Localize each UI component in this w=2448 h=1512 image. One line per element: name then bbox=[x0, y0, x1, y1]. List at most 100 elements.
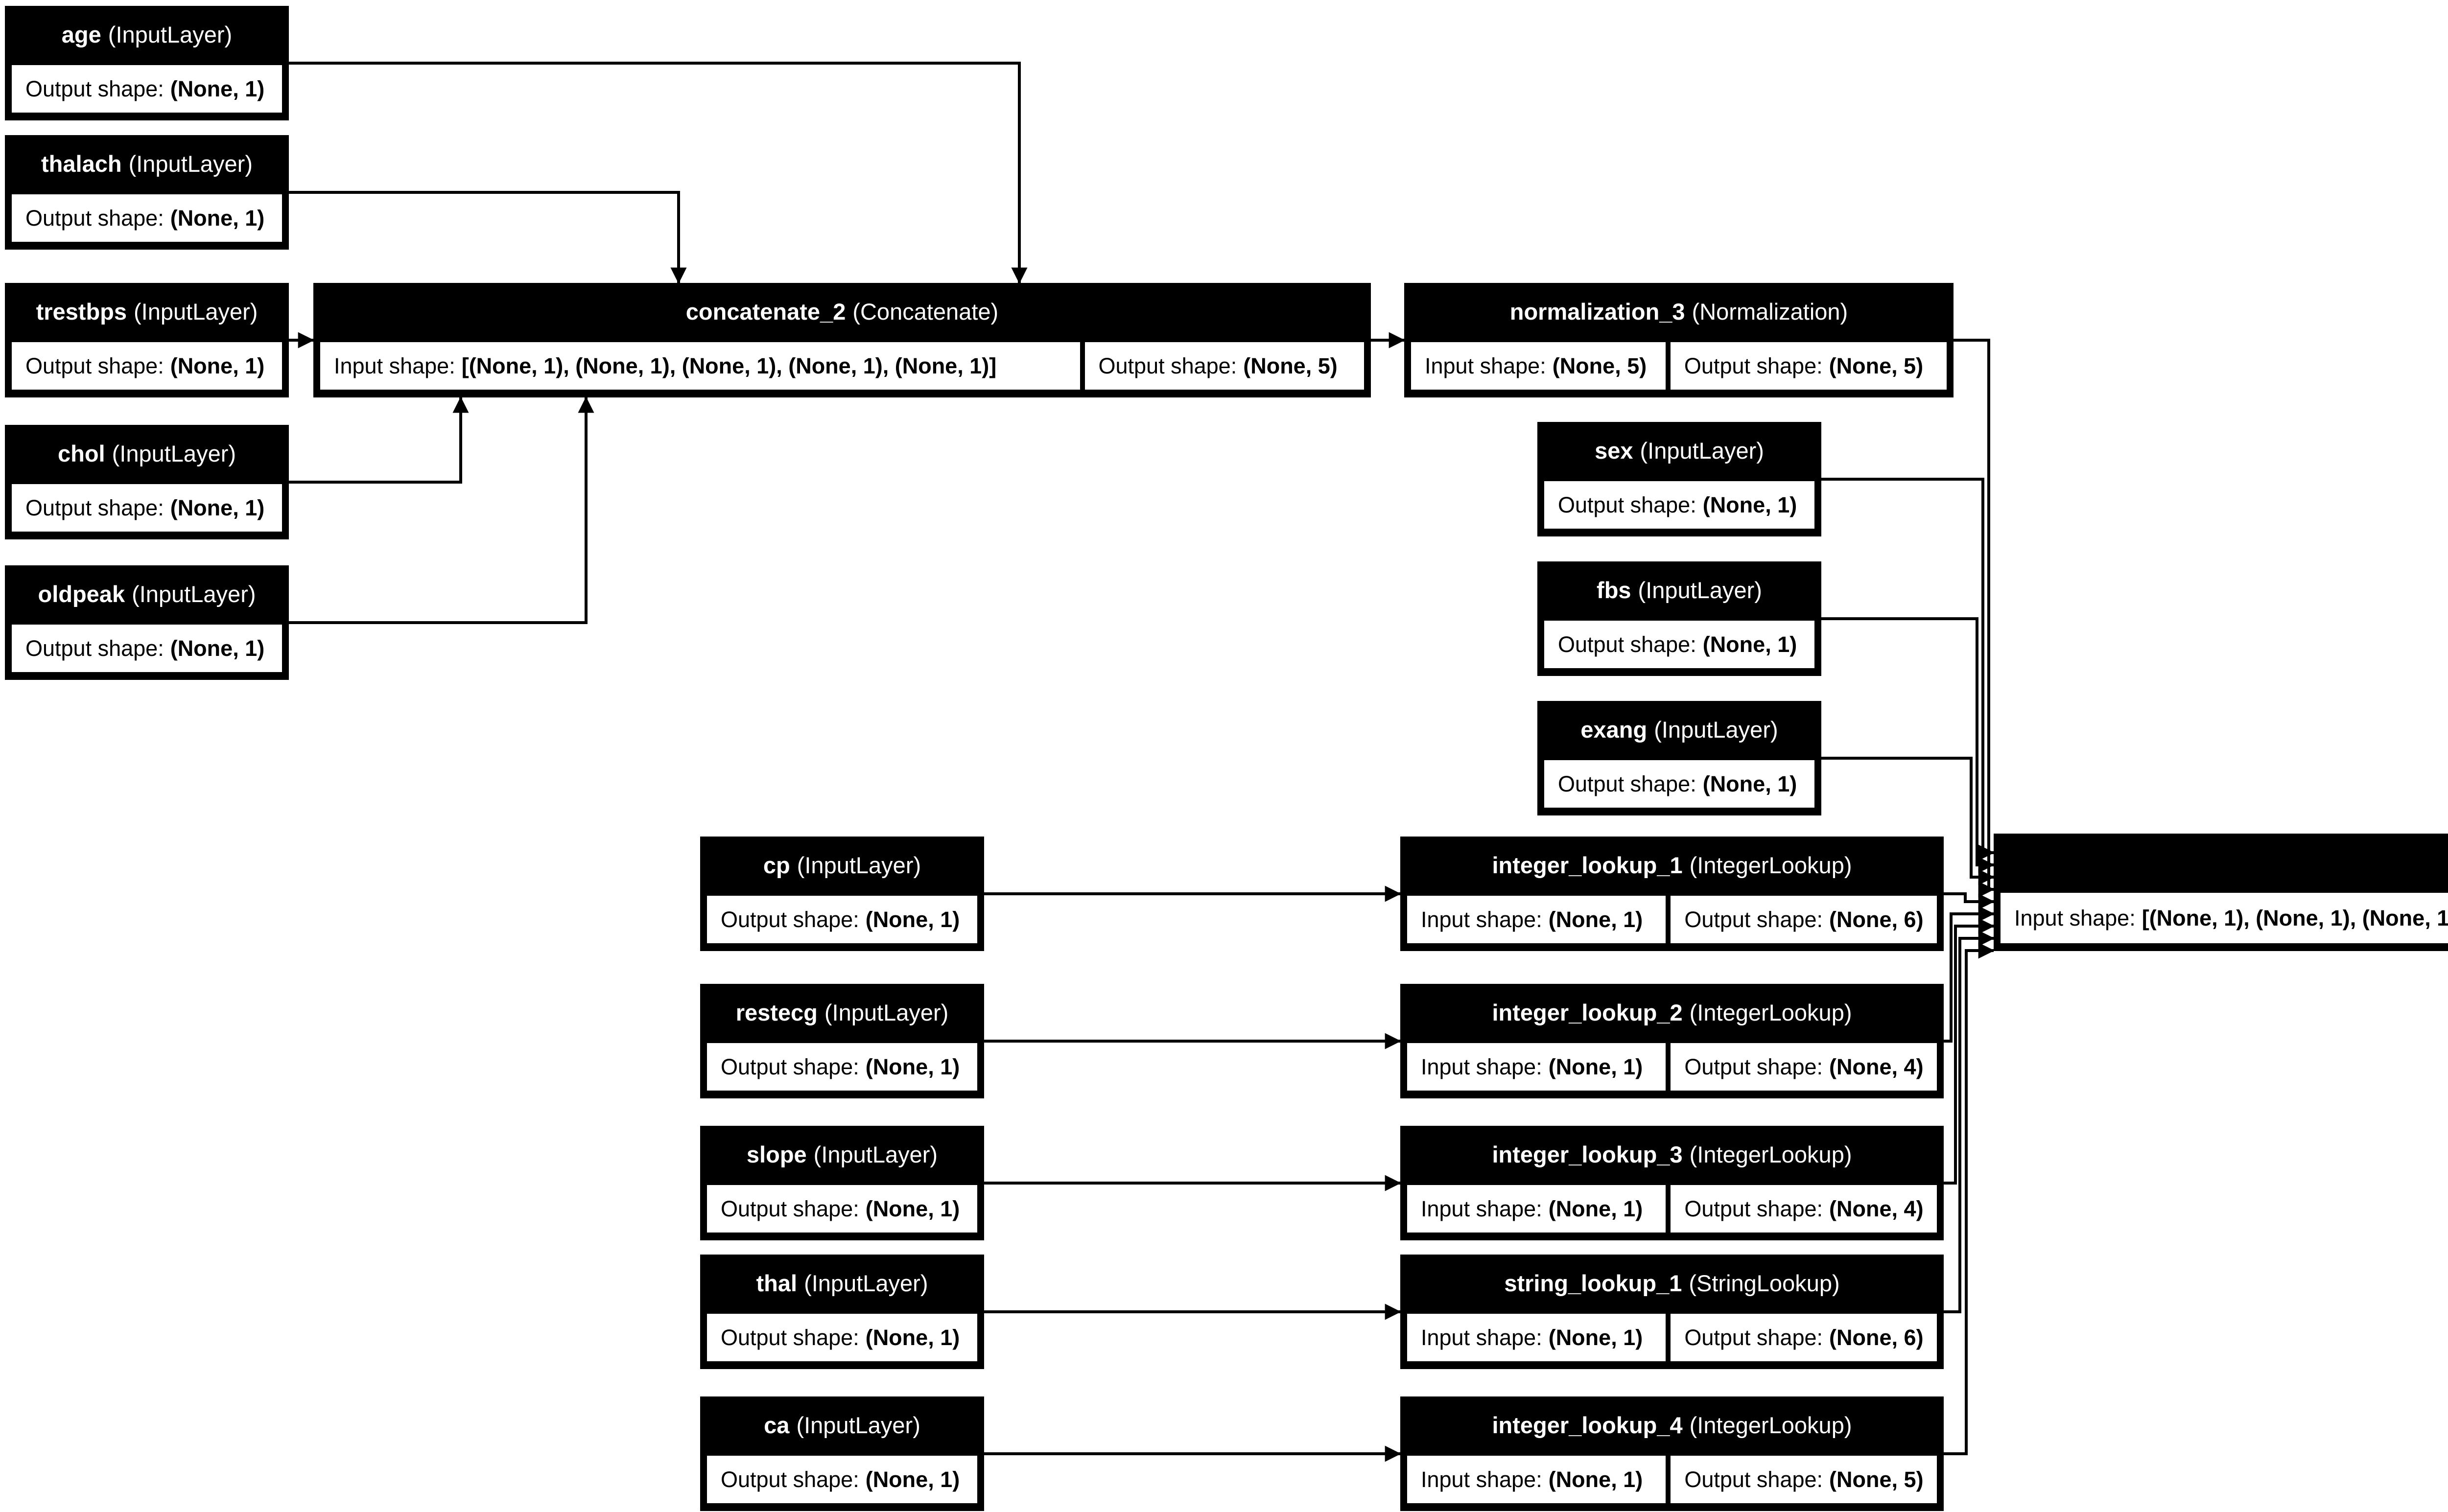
layer-type: (StringLookup) bbox=[1689, 1270, 1840, 1296]
layer-type: (Concatenate) bbox=[852, 298, 999, 325]
layer-type: (InputLayer) bbox=[824, 999, 949, 1025]
input-shape-label: Input shape: bbox=[1421, 1466, 1542, 1492]
node-string-lookup-1-output-cell: Output shape:(None, 6) bbox=[1668, 1311, 1939, 1364]
edge-string_lookup_1-to-concatenate_3 bbox=[1944, 930, 1995, 1313]
output-shape-value: (None, 4) bbox=[1829, 1054, 1924, 1079]
layer-name: slope bbox=[746, 1141, 807, 1167]
output-shape-label: Output shape: bbox=[1684, 1466, 1823, 1492]
node-restecg-title: restecg(InputLayer) bbox=[705, 984, 980, 1041]
node-integer-lookup-1-output-cell: Output shape:(None, 6) bbox=[1668, 893, 1939, 946]
output-shape-value: (None, 4) bbox=[1829, 1196, 1924, 1221]
layer-name: thal bbox=[756, 1270, 798, 1296]
output-shape-value: (None, 1) bbox=[865, 1466, 960, 1492]
edge-integer_lookup_2-to-concatenate_3 bbox=[1944, 906, 1995, 1043]
input-shape-value: [(None, 1), (None, 1), (None, 1), (None,… bbox=[2142, 905, 2448, 930]
edge-age-to-concatenate_2 bbox=[289, 62, 1028, 284]
node-oldpeak: oldpeak(InputLayer) Output shape:(None, … bbox=[5, 565, 289, 680]
layer-type: (InputLayer) bbox=[813, 1141, 938, 1167]
node-oldpeak-output-cell: Output shape:(None, 1) bbox=[9, 622, 284, 675]
output-shape-value: (None, 5) bbox=[1829, 1466, 1924, 1492]
node-ca-title: ca(InputLayer) bbox=[705, 1396, 980, 1453]
node-fbs: fbs(InputLayer) Output shape:(None, 1) bbox=[1537, 561, 1821, 676]
layer-type: (IntegerLookup) bbox=[1689, 1412, 1852, 1438]
node-integer-lookup-4-input-cell: Input shape:(None, 1) bbox=[1405, 1453, 1669, 1506]
output-shape-value: (None, 6) bbox=[1829, 907, 1924, 932]
output-shape-label: Output shape: bbox=[25, 495, 164, 520]
output-shape-value: (None, 1) bbox=[1702, 492, 1797, 517]
node-integer-lookup-3-input-cell: Input shape:(None, 1) bbox=[1405, 1183, 1669, 1235]
output-shape-value: (None, 1) bbox=[170, 635, 265, 661]
layer-name: integer_lookup_2 bbox=[1492, 999, 1683, 1025]
output-shape-value: (None, 5) bbox=[1829, 353, 1924, 378]
layer-name: age bbox=[61, 21, 101, 47]
node-string-lookup-1-input-cell: Input shape:(None, 1) bbox=[1405, 1311, 1669, 1364]
node-exang-title: exang(InputLayer) bbox=[1542, 701, 1817, 758]
output-shape-value: (None, 1) bbox=[865, 907, 960, 932]
output-shape-label: Output shape: bbox=[721, 1325, 859, 1350]
node-integer-lookup-1-input-cell: Input shape:(None, 1) bbox=[1405, 893, 1669, 946]
input-shape-label: Input shape: bbox=[1421, 907, 1542, 932]
layer-type: (Normalization) bbox=[1692, 298, 1848, 325]
output-shape-label: Output shape: bbox=[25, 353, 164, 378]
output-shape-label: Output shape: bbox=[1558, 492, 1696, 517]
node-slope-output-cell: Output shape:(None, 1) bbox=[705, 1183, 980, 1235]
output-shape-label: Output shape: bbox=[721, 1054, 859, 1079]
layer-name: normalization_3 bbox=[1509, 298, 1685, 325]
layer-type: (InputLayer) bbox=[108, 21, 233, 47]
node-cp: cp(InputLayer) Output shape:(None, 1) bbox=[700, 837, 984, 951]
node-string-lookup-1: string_lookup_1(StringLookup) Input shap… bbox=[1400, 1255, 1944, 1369]
output-shape-label: Output shape: bbox=[25, 76, 164, 101]
output-shape-label: Output shape: bbox=[1098, 353, 1237, 378]
output-shape-value: (None, 5) bbox=[1243, 353, 1338, 378]
node-restecg-output-cell: Output shape:(None, 1) bbox=[705, 1041, 980, 1093]
node-normalization-3-input-cell: Input shape:(None, 5) bbox=[1409, 340, 1668, 392]
input-shape-label: Input shape: bbox=[1425, 353, 1546, 378]
layer-name: fbs bbox=[1597, 577, 1631, 603]
output-shape-label: Output shape: bbox=[1558, 631, 1696, 657]
node-thalach: thalach(InputLayer) Output shape:(None, … bbox=[5, 135, 289, 250]
layer-type: (InputLayer) bbox=[804, 1270, 928, 1296]
input-shape-value: (None, 1) bbox=[1548, 1196, 1643, 1221]
node-age-title: age (InputLayer) bbox=[9, 6, 284, 63]
layer-name: thalach bbox=[41, 150, 122, 177]
output-shape-label: Output shape: bbox=[721, 907, 859, 932]
output-shape-label: Output shape: bbox=[1684, 353, 1823, 378]
node-thal: thal(InputLayer) Output shape:(None, 1) bbox=[700, 1255, 984, 1369]
output-shape-value: (None, 1) bbox=[1702, 771, 1797, 796]
node-integer-lookup-4-title: integer_lookup_4(IntegerLookup) bbox=[1405, 1396, 1939, 1453]
layer-name: concatenate_2 bbox=[685, 298, 846, 325]
layer-type: (InputLayer) bbox=[796, 1412, 920, 1438]
node-trestbps-title: trestbps(InputLayer) bbox=[9, 283, 284, 340]
node-concatenate-3-title: concatenate_3(Concatenate) bbox=[1998, 834, 2448, 890]
node-concatenate-2-title: concatenate_2(Concatenate) bbox=[318, 283, 1366, 340]
node-concatenate-2-output-cell: Output shape:(None, 5) bbox=[1082, 340, 1366, 392]
node-integer-lookup-3-title: integer_lookup_3(IntegerLookup) bbox=[1405, 1126, 1939, 1183]
layer-name: ca bbox=[764, 1412, 790, 1438]
layer-type: (InputLayer) bbox=[797, 852, 921, 878]
node-integer-lookup-3-output-cell: Output shape:(None, 4) bbox=[1668, 1183, 1939, 1235]
node-fbs-output-cell: Output shape:(None, 1) bbox=[1542, 618, 1817, 671]
layer-type: (InputLayer) bbox=[134, 298, 258, 325]
node-thal-title: thal(InputLayer) bbox=[705, 1255, 980, 1311]
node-sex: sex(InputLayer) Output shape:(None, 1) bbox=[1537, 422, 1821, 536]
output-shape-label: Output shape: bbox=[25, 635, 164, 661]
edge-thalach-to-concatenate_2 bbox=[289, 191, 687, 284]
node-chol-title: chol(InputLayer) bbox=[9, 425, 284, 482]
input-shape-label: Input shape: bbox=[1421, 1054, 1542, 1079]
input-shape-label: Input shape: bbox=[334, 353, 455, 378]
output-shape-value: (None, 6) bbox=[1829, 1325, 1924, 1350]
output-shape-value: (None, 1) bbox=[865, 1196, 960, 1221]
node-cp-output-cell: Output shape:(None, 1) bbox=[705, 893, 980, 946]
node-ca: ca(InputLayer) Output shape:(None, 1) bbox=[700, 1396, 984, 1511]
output-shape-value: (None, 1) bbox=[170, 76, 265, 101]
input-shape-value: (None, 1) bbox=[1548, 907, 1643, 932]
node-slope-title: slope(InputLayer) bbox=[705, 1126, 980, 1183]
node-concatenate-3: concatenate_3(Concatenate) Input shape:[… bbox=[1994, 834, 2448, 951]
node-integer-lookup-2-title: integer_lookup_2(IntegerLookup) bbox=[1405, 984, 1939, 1041]
output-shape-label: Output shape: bbox=[721, 1466, 859, 1492]
node-restecg: restecg(InputLayer) Output shape:(None, … bbox=[700, 984, 984, 1098]
node-integer-lookup-3: integer_lookup_3(IntegerLookup) Input sh… bbox=[1400, 1126, 1944, 1240]
node-concatenate-2: concatenate_2(Concatenate) Input shape:[… bbox=[313, 283, 1371, 397]
